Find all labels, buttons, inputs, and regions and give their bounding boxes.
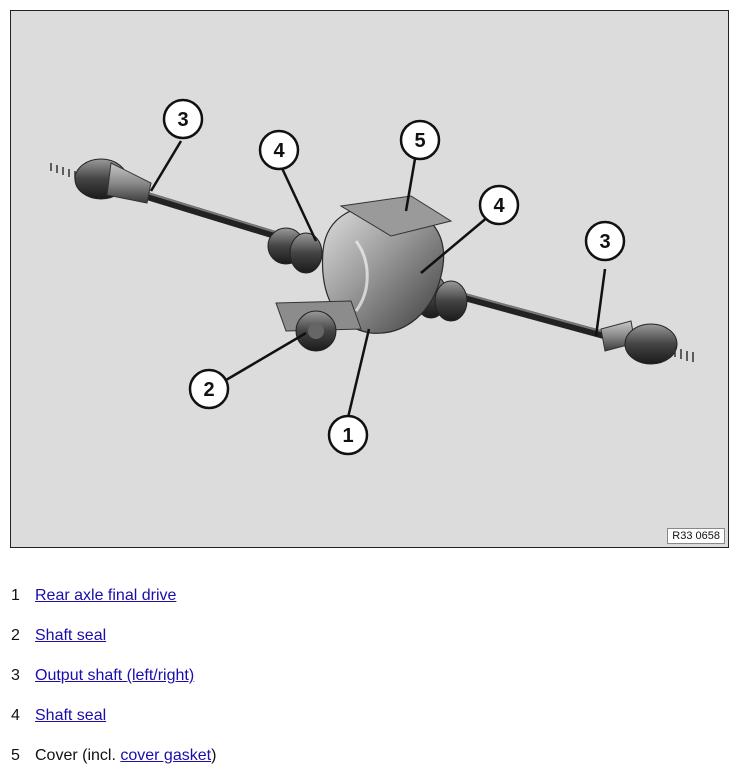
legend-number: 3 <box>11 667 20 684</box>
legend-number: 1 <box>11 587 20 604</box>
cover-gasket-link[interactable]: cover gasket <box>120 747 212 764</box>
shaft-seal-link[interactable]: Shaft seal <box>35 707 107 724</box>
shaft-seal-link[interactable]: Shaft seal <box>35 627 107 644</box>
svg-text:3: 3 <box>599 231 610 253</box>
legend-item-4: 4 Shaft seal <box>11 705 106 727</box>
svg-text:1: 1 <box>342 425 353 447</box>
legend-item-3: 3 Output shaft (left/right) <box>11 665 194 687</box>
rear-axle-illustration: 3 4 5 4 3 2 1 <box>50 98 694 456</box>
callout-4-left: 4 <box>258 129 300 171</box>
svg-text:5: 5 <box>414 130 425 152</box>
callout-3-right: 3 <box>584 220 626 262</box>
rear-axle-final-drive-link[interactable]: Rear axle final drive <box>35 587 177 604</box>
svg-text:2: 2 <box>203 379 214 401</box>
output-shaft-link[interactable]: Output shaft (left/right) <box>35 667 195 684</box>
callout-leaders <box>149 140 607 427</box>
rear-axle-diagram: 3 4 5 4 3 2 1 R33 0658 <box>10 10 729 548</box>
callout-1: 1 <box>327 414 369 456</box>
callout-2: 2 <box>188 368 230 410</box>
legend-number: 5 <box>11 747 20 764</box>
callout-3-left: 3 <box>162 98 204 140</box>
callout-5: 5 <box>399 119 441 161</box>
svg-text:4: 4 <box>273 140 285 162</box>
legend-number: 2 <box>11 627 20 644</box>
legend-item-2: 2 Shaft seal <box>11 625 106 647</box>
figure-reference-label: R33 0658 <box>667 528 725 544</box>
legend-item-1: 1 Rear axle final drive <box>11 585 176 607</box>
left-output-shaft <box>50 158 323 274</box>
svg-text:4: 4 <box>493 195 505 217</box>
right-output-shaft <box>414 273 694 365</box>
svg-text:3: 3 <box>177 109 188 131</box>
legend-item-5: 5 Cover (incl. cover gasket) <box>11 745 216 767</box>
legend-prefix: Cover (incl. <box>35 747 121 764</box>
final-drive-housing <box>275 195 453 352</box>
callout-4-right: 4 <box>478 184 520 226</box>
legend-suffix: ) <box>211 747 217 764</box>
legend-number: 4 <box>11 707 20 724</box>
